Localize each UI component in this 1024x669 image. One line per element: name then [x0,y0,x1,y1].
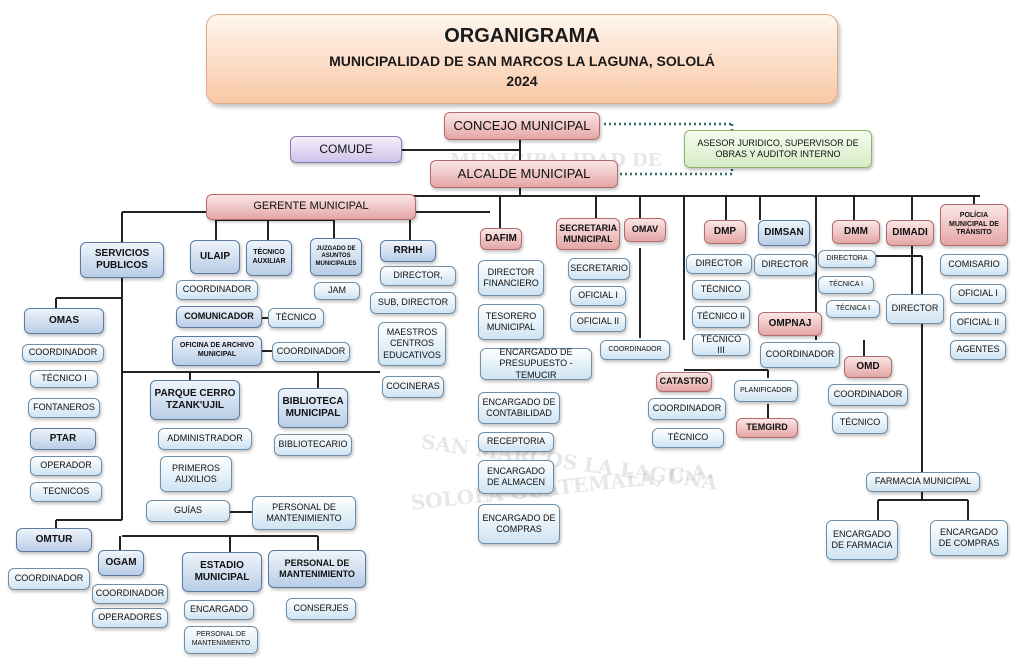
node-archivo-coordinador: COORDINADOR [272,342,350,362]
node-dimsan-director: DIRECTOR [754,254,816,276]
node-almacen: ENCARGADO DE ALMACEN [478,460,554,494]
node-fontaneros: FONTANEROS [28,398,100,418]
node-guias: GUÍAS [146,500,230,522]
node-comunicador-tecnico: TÉCNICO [268,308,324,328]
chart-title: ORGANIGRAMA [444,25,600,47]
node-ompnaj: OMPNAJ [758,312,822,336]
node-comude: COMUDE [290,136,402,163]
node-concejo: CONCEJO MUNICIPAL [444,112,600,140]
node-dmm-directora: DIRECTORA [818,250,876,268]
chart-subtitle: MUNICIPALIDAD DE SAN MARCOS LA LAGUNA, S… [329,53,715,69]
node-dmm: DMM [832,220,880,244]
node-ulaip-coordinador: COORDINADOR [176,280,258,300]
node-planificador: PLANIFICADOR [734,380,798,402]
node-secretario: SECRETARIO [568,258,630,280]
node-dmm-tecnica-1: TÉCNICA I [818,276,874,294]
node-conserjes: CONSERJES [286,598,356,620]
node-dmm-tecnica-2: TÉCNICA I [826,300,880,318]
node-ogam-operadores: OPERADORES [92,608,168,628]
node-dimadi: DIMADI [886,220,934,246]
node-dmp-director: DIRECTOR [686,254,752,274]
node-dmp: DMP [704,220,746,244]
node-catastro-tecnico: TÉCNICO [652,428,724,448]
title-banner: ORGANIGRAMA MUNICIPALIDAD DE SAN MARCOS … [206,14,838,104]
node-policia: POLÍCIA MUNICIPAL DE TRÁNSITO [940,204,1008,246]
node-estadio: ESTADIO MUNICIPAL [182,552,262,592]
node-dimsan: DIMSAN [758,220,810,246]
node-omas: OMAS [24,308,104,334]
node-omtur: OMTUR [16,528,92,552]
node-parque: PARQUE CERRO TZANK'UJIL [150,380,240,420]
node-receptoria: RECEPTORIA [478,432,554,452]
node-omd-coordinador: COORDINADOR [828,384,908,406]
node-cocineras: COCINERAS [382,376,444,398]
node-operador: OPERADOR [30,456,102,476]
node-bibliotecario: BIBLIOTECARIO [274,434,352,456]
node-biblioteca: BIBLIOTECA MUNICIPAL [278,388,348,428]
node-comunicador: COMUNICADOR [176,306,262,328]
node-parque-personal: PERSONAL DE MANTENIMIENTO [252,496,356,530]
chart-year: 2024 [506,73,538,89]
node-archivo: OFICINA DE ARCHIVO MUNICIPAL [172,336,262,366]
node-omd: OMD [844,356,892,378]
node-dimadi-director: DIRECTOR [886,294,944,324]
node-omav: OMAV [624,218,666,242]
node-tesorero: TESORERO MUNICIPAL [478,304,544,340]
node-comisario: COMISARIO [940,254,1008,276]
node-omas-tecnico: TÉCNICO I [30,370,98,388]
node-omtur-coordinador: COORDINADOR [8,568,90,590]
node-presupuesto: ENCARGADO DE PRESUPUESTO - TEMUCIR [480,347,592,380]
node-omd-tecnico: TÉCNICO [832,412,888,434]
node-tecnicos: TECNICOS [30,482,102,502]
node-estadio-encargado: ENCARGADO [184,600,254,620]
node-dafim: DAFIM [480,228,522,250]
node-director-financiero: DIRECTOR FINANCIERO [478,260,544,296]
node-administrador: ADMINISTRADOR [158,428,252,450]
node-primeros-auxilios: PRIMEROS AUXILIOS [160,456,232,492]
node-servicios: SERVICIOS PUBLICOS [80,242,164,278]
node-ompnaj-coordinador: COORDINADOR [760,342,840,368]
node-compras: ENCARGADO DE COMPRAS [478,504,560,544]
node-oficial-2: OFICIAL II [570,312,626,332]
node-oficial-1: OFICIAL I [570,286,626,306]
node-temgird: TEMGIRD [736,418,798,438]
node-omas-coordinador: COORDINADOR [22,344,104,362]
node-farmacia: FARMACIA MUNICIPAL [866,472,980,492]
node-dmp-tecnico-3: TÉCNICO III [692,334,750,356]
node-encargado-compras: ENCARGADO DE COMPRAS [930,520,1008,556]
node-rrhh-director: DIRECTOR, [380,266,456,286]
node-encargado-farmacia: ENCARGADO DE FARMACIA [826,520,898,560]
node-secretaria: SECRETARIA MUNICIPAL [556,218,620,250]
node-dmp-tecnico-2: TÉCNICO II [692,306,750,328]
node-catastro: CATASTRO [656,372,712,392]
node-contabilidad: ENCARGADO DE CONTABILIDAD [478,392,560,424]
node-policia-oficial-2: OFICIAL II [950,312,1006,334]
node-policia-oficial-1: OFICIAL I [950,284,1006,304]
node-rrhh-subdirector: SUB, DIRECTOR [370,292,456,314]
node-omav-coordinador: COORDINADOR [600,340,670,360]
node-tecnico-auxiliar: TÉCNICO AUXILIAR [246,240,292,276]
node-rrhh: RRHH [380,240,436,262]
node-ogam-coordinador: COORDINADOR [92,584,168,604]
node-alcalde: ALCALDE MUNICIPAL [430,160,618,188]
node-jam: JAM [314,282,360,300]
node-juzgado: JUZGADO DE ASUNTOS MUNICIPALES [310,238,362,276]
node-agentes: AGENTES [950,340,1006,360]
node-estadio-personal: PERSONAL DE MANTENIMIENTO [184,626,258,654]
node-asesor: ASESOR JURIDICO, SUPERVISOR DE OBRAS Y A… [684,130,872,168]
node-maestros: MAESTROS CENTROS EDUCATIVOS [378,322,446,366]
node-ogam: OGAM [98,550,144,576]
node-gerente: GERENTE MUNICIPAL [206,194,416,220]
node-dmp-tecnico: TÉCNICO [692,280,750,300]
node-ptar: PTAR [30,428,96,450]
node-personal-mantenimiento: PERSONAL DE MANTENIMIENTO [268,550,366,588]
node-ulaip: ULAIP [190,240,240,274]
node-catastro-coordinador: COORDINADOR [648,398,726,420]
